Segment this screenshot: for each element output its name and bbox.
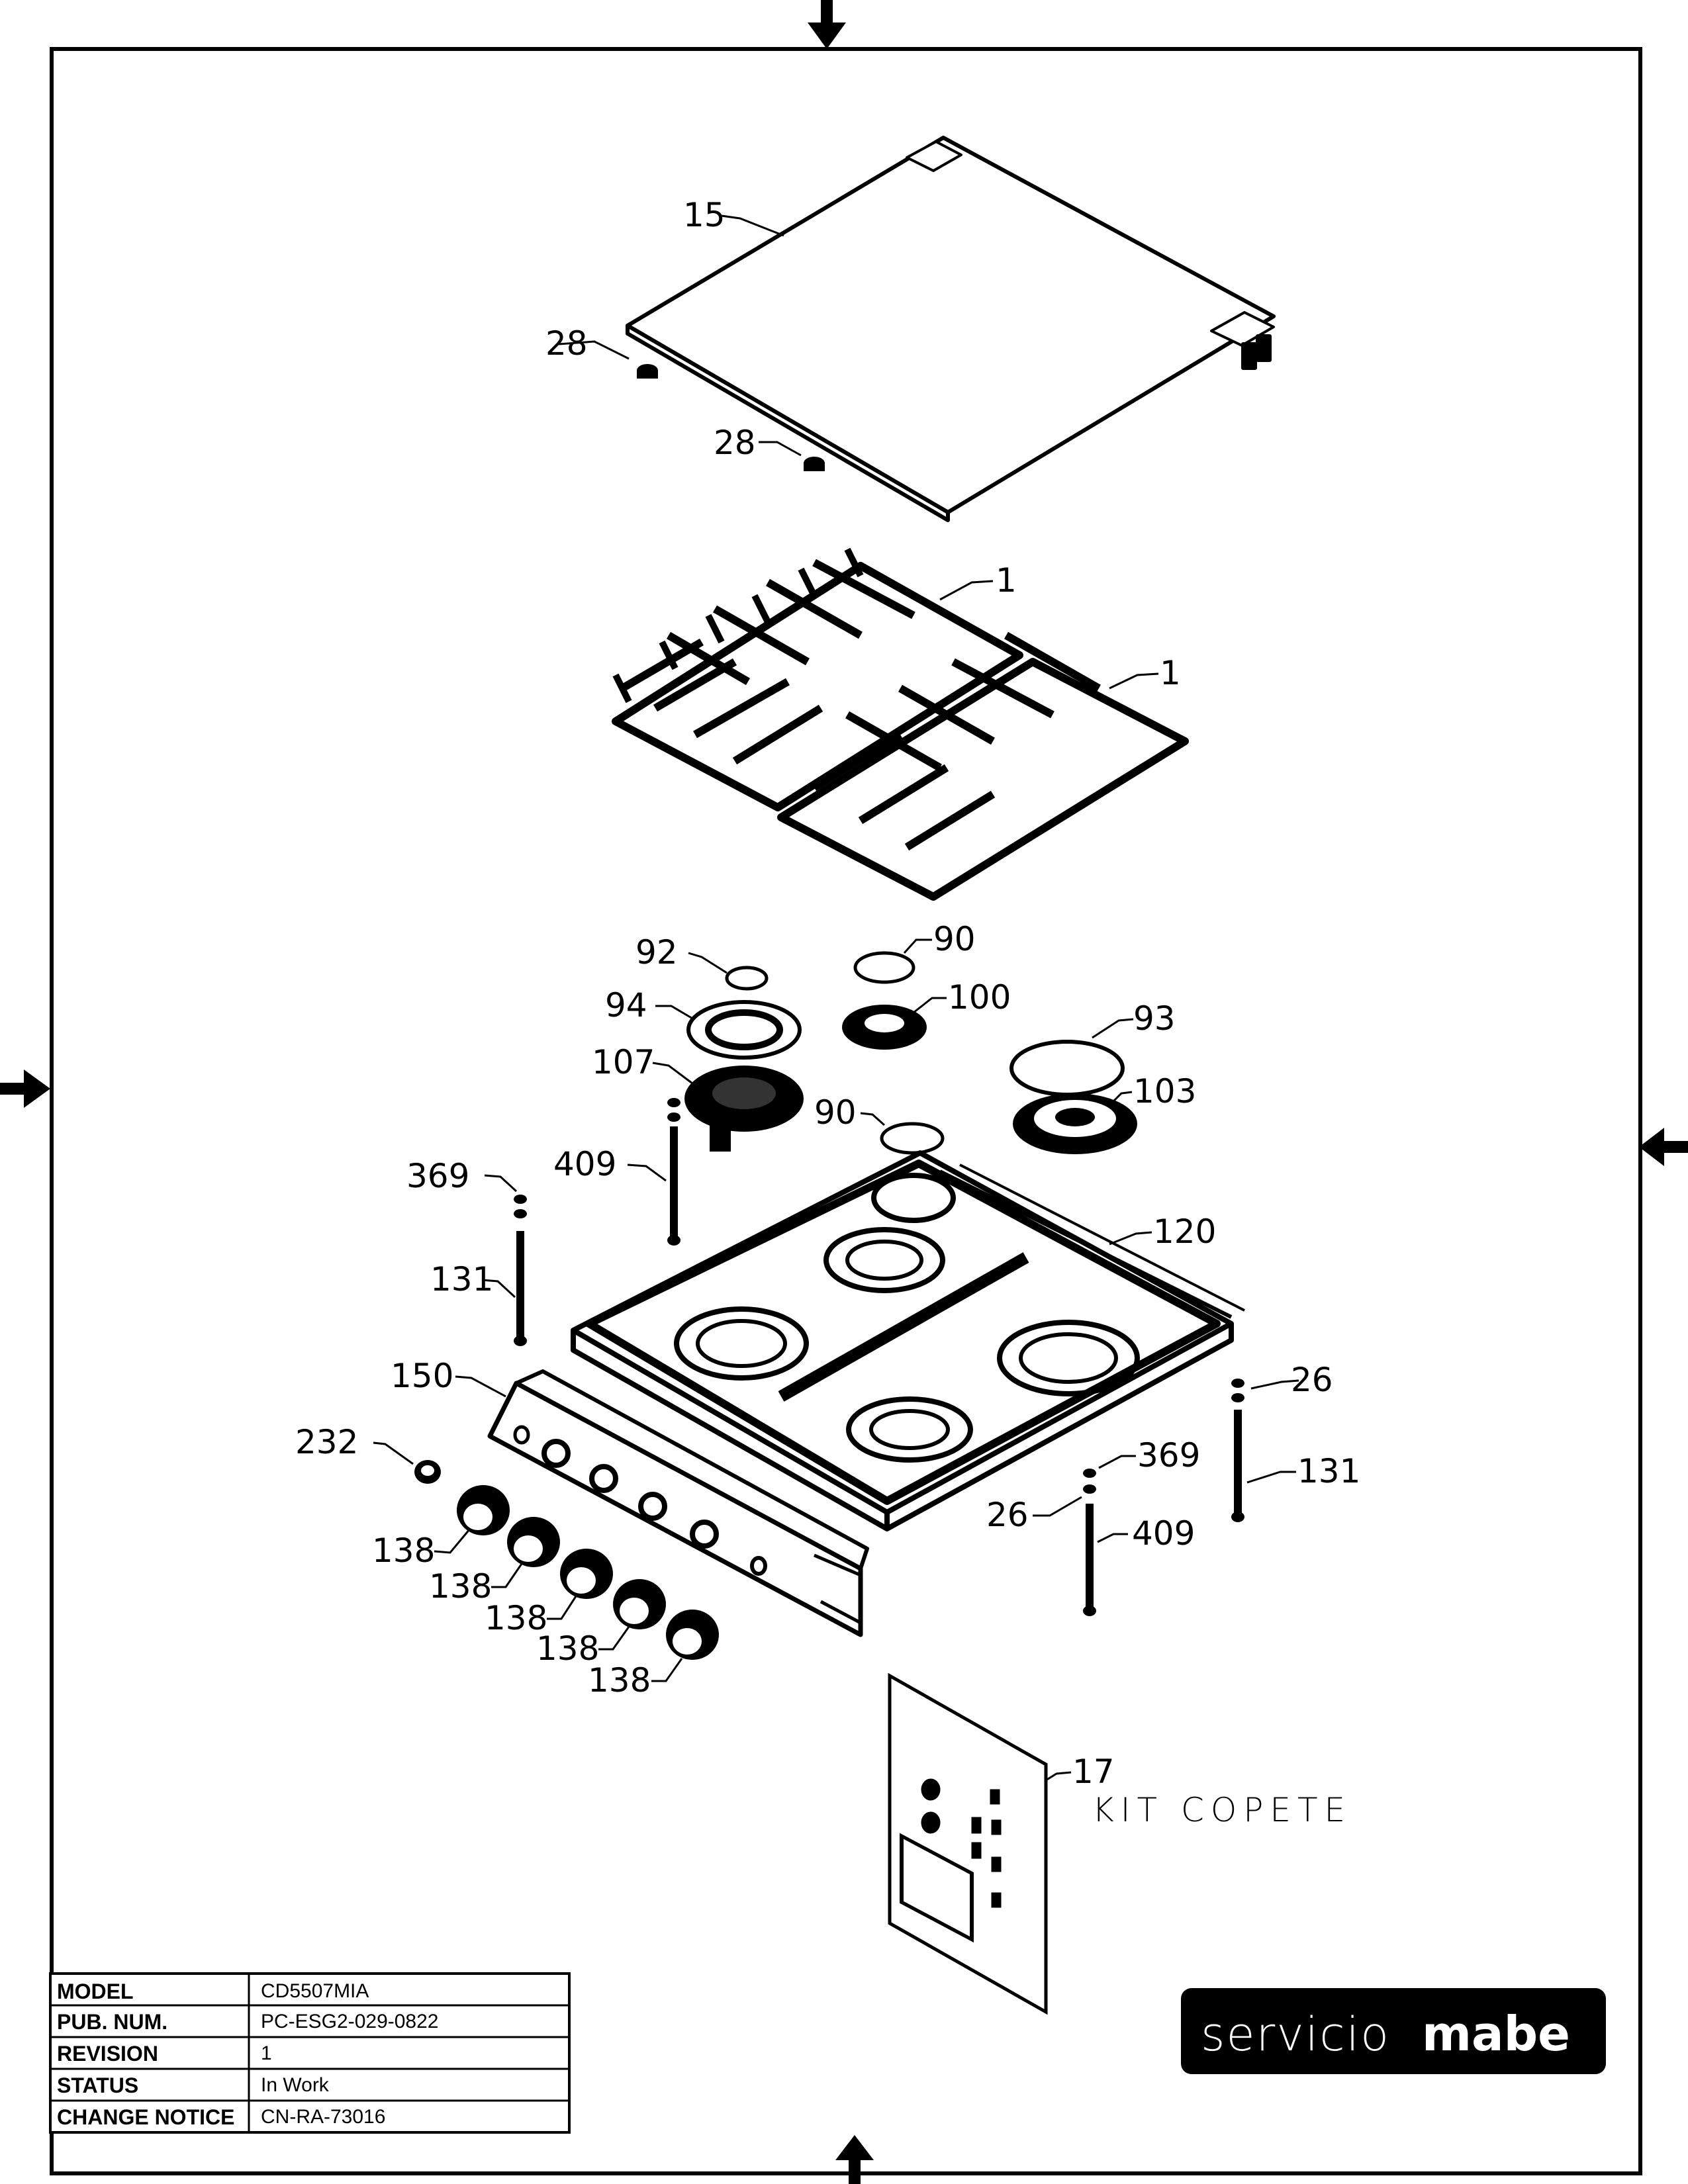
callout-100: 100 xyxy=(948,978,1011,1017)
callout-28: 28 xyxy=(714,424,756,462)
callout-28: 28 xyxy=(545,324,588,363)
burner-ring-part xyxy=(686,1000,1125,1097)
callout-92: 92 xyxy=(635,933,678,972)
logo-text: mabe xyxy=(1422,2006,1570,2062)
backsplash-kit-part xyxy=(888,1672,1048,2015)
title-block-value: CD5507MIA xyxy=(261,1980,369,2002)
callout-131: 131 xyxy=(430,1260,493,1298)
callout-369: 369 xyxy=(406,1157,469,1195)
callout-90: 90 xyxy=(814,1093,857,1132)
centering-arrow-bottom xyxy=(835,2135,874,2184)
callout-138: 138 xyxy=(429,1567,492,1606)
callout-120: 120 xyxy=(1153,1212,1216,1251)
callout-1: 1 xyxy=(1160,654,1181,692)
title-block-label: PUB. NUM. xyxy=(57,2010,167,2034)
callout-138: 138 xyxy=(536,1629,599,1668)
sheet-border xyxy=(50,47,1642,2175)
callout-409: 409 xyxy=(553,1145,616,1183)
centering-arrow-left xyxy=(0,1069,50,1108)
kit-label: KIT COPETE xyxy=(1092,1791,1352,1829)
cover-lid-part xyxy=(626,136,1276,522)
title-block-value: PC-ESG2-029-0822 xyxy=(261,2011,438,2032)
burner-cap-small-part xyxy=(725,951,945,1155)
callout-138: 138 xyxy=(485,1599,547,1637)
callout-107: 107 xyxy=(592,1043,655,1081)
callout-26: 26 xyxy=(986,1496,1029,1534)
grate-part xyxy=(612,547,1189,901)
title-block-label: STATUS xyxy=(57,2073,138,2097)
electrode-part xyxy=(514,1098,1244,1616)
control-panel-part xyxy=(487,1369,869,1637)
cooktop-part xyxy=(571,1150,1245,1531)
callout-15: 15 xyxy=(683,196,726,234)
title-block-value: 1 xyxy=(261,2042,272,2064)
callout-150: 150 xyxy=(391,1357,453,1395)
centering-arrow-right xyxy=(1639,1128,1688,1166)
burner-head-part xyxy=(684,1005,1137,1154)
title-block-label: CHANGE NOTICE xyxy=(57,2105,234,2129)
callout-90: 90 xyxy=(933,920,976,958)
callout-94: 94 xyxy=(605,986,647,1024)
callout-138: 138 xyxy=(588,1661,651,1700)
title-block-value: In Work xyxy=(261,2074,330,2096)
control-knob-part xyxy=(457,1485,719,1660)
title-block-value: CN-RA-73016 xyxy=(261,2106,385,2128)
leader-lines xyxy=(373,214,1299,1782)
callout-138: 138 xyxy=(372,1531,435,1570)
bumper-part xyxy=(637,364,825,471)
callout-369: 369 xyxy=(1137,1436,1200,1475)
spacer-part xyxy=(414,1460,441,1484)
title-block: MODEL CD5507MIA PUB. NUM. PC-ESG2-029-08… xyxy=(49,1972,571,2134)
title-block-label: MODEL xyxy=(57,1979,134,2003)
centering-arrow-top xyxy=(808,0,846,49)
servicio-mabe-logo: servicio mabe xyxy=(1181,1988,1606,2074)
callout-103: 103 xyxy=(1133,1072,1196,1111)
callout-93: 93 xyxy=(1133,999,1176,1038)
callout-1: 1 xyxy=(996,561,1017,600)
title-block-label: REVISION xyxy=(57,2042,158,2066)
callout-131: 131 xyxy=(1297,1452,1360,1490)
callout-17: 17 xyxy=(1072,1752,1115,1791)
callout-409: 409 xyxy=(1132,1514,1195,1553)
callout-232: 232 xyxy=(295,1423,358,1461)
logo-text: servicio xyxy=(1201,2007,1390,2062)
callout-26: 26 xyxy=(1291,1361,1333,1399)
